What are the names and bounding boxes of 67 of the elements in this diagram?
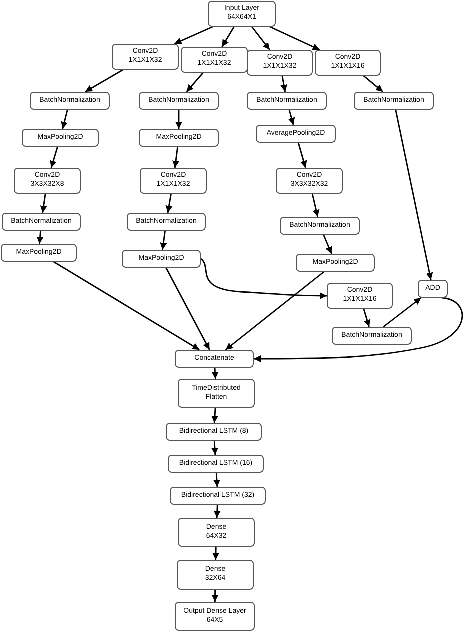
layer-box: [2, 213, 81, 231]
layer-box: [140, 168, 207, 194]
arrow: [172, 146, 180, 168]
layer-box: [170, 487, 266, 505]
arrow: [222, 26, 235, 48]
arrow: [40, 194, 48, 214]
arrow: [214, 504, 221, 518]
layer-box: [280, 217, 360, 235]
layer-box: [1, 244, 77, 262]
arrow: [298, 142, 308, 168]
layer-box: [332, 327, 412, 345]
layer-box: [168, 455, 264, 473]
arrow: [395, 110, 434, 280]
arrow: [363, 308, 371, 328]
layer-box: [296, 254, 375, 272]
arrow: [160, 230, 168, 250]
arrow: [254, 297, 464, 362]
layer-box: [166, 423, 262, 441]
arrow: [212, 440, 218, 456]
layer-box: [247, 50, 313, 76]
layer-box: [247, 92, 327, 110]
arrow: [85, 69, 124, 93]
layer-box: [178, 518, 255, 547]
arrow: [363, 75, 384, 93]
arrow: [166, 268, 210, 350]
arrow: [270, 26, 320, 51]
layer-box: [418, 280, 448, 298]
layer-box: [127, 213, 206, 231]
layer-box: [315, 50, 381, 76]
layer-box: [208, 1, 276, 27]
layer-box: [22, 129, 99, 147]
layer-box: [30, 92, 110, 110]
arrow: [214, 472, 220, 488]
layer-box: [122, 250, 201, 268]
layer-box: [139, 129, 219, 147]
arrow: [212, 546, 220, 560]
arrow: [212, 368, 219, 380]
layer-box: [177, 560, 254, 590]
arrow: [36, 230, 44, 244]
layer-box: [175, 602, 255, 631]
arrow: [50, 146, 58, 168]
arrow: [225, 271, 325, 351]
layer-box: [139, 92, 219, 110]
layer-box: [256, 125, 336, 143]
arrow: [200, 258, 327, 300]
arrow: [312, 194, 320, 218]
layer-box: [354, 92, 434, 110]
arrow: [280, 76, 288, 92]
arrow: [166, 194, 173, 214]
arrow: [212, 590, 219, 602]
arrow: [186, 72, 204, 92]
layer-box: [175, 350, 254, 368]
layer-box: [276, 168, 343, 194]
arrow: [174, 26, 214, 45]
layer-box: [14, 168, 81, 194]
layer-box: [178, 379, 255, 408]
layer-box: [327, 283, 393, 309]
layer-box: [112, 44, 179, 70]
layer-box: [181, 47, 248, 73]
arrow: [54, 261, 200, 351]
arrow: [212, 408, 219, 424]
arrow: [176, 110, 182, 129]
arrow: [61, 110, 68, 130]
arrow: [323, 234, 332, 254]
arrow: [252, 26, 270, 50]
arrow: [383, 297, 422, 328]
arrow: [288, 110, 296, 126]
